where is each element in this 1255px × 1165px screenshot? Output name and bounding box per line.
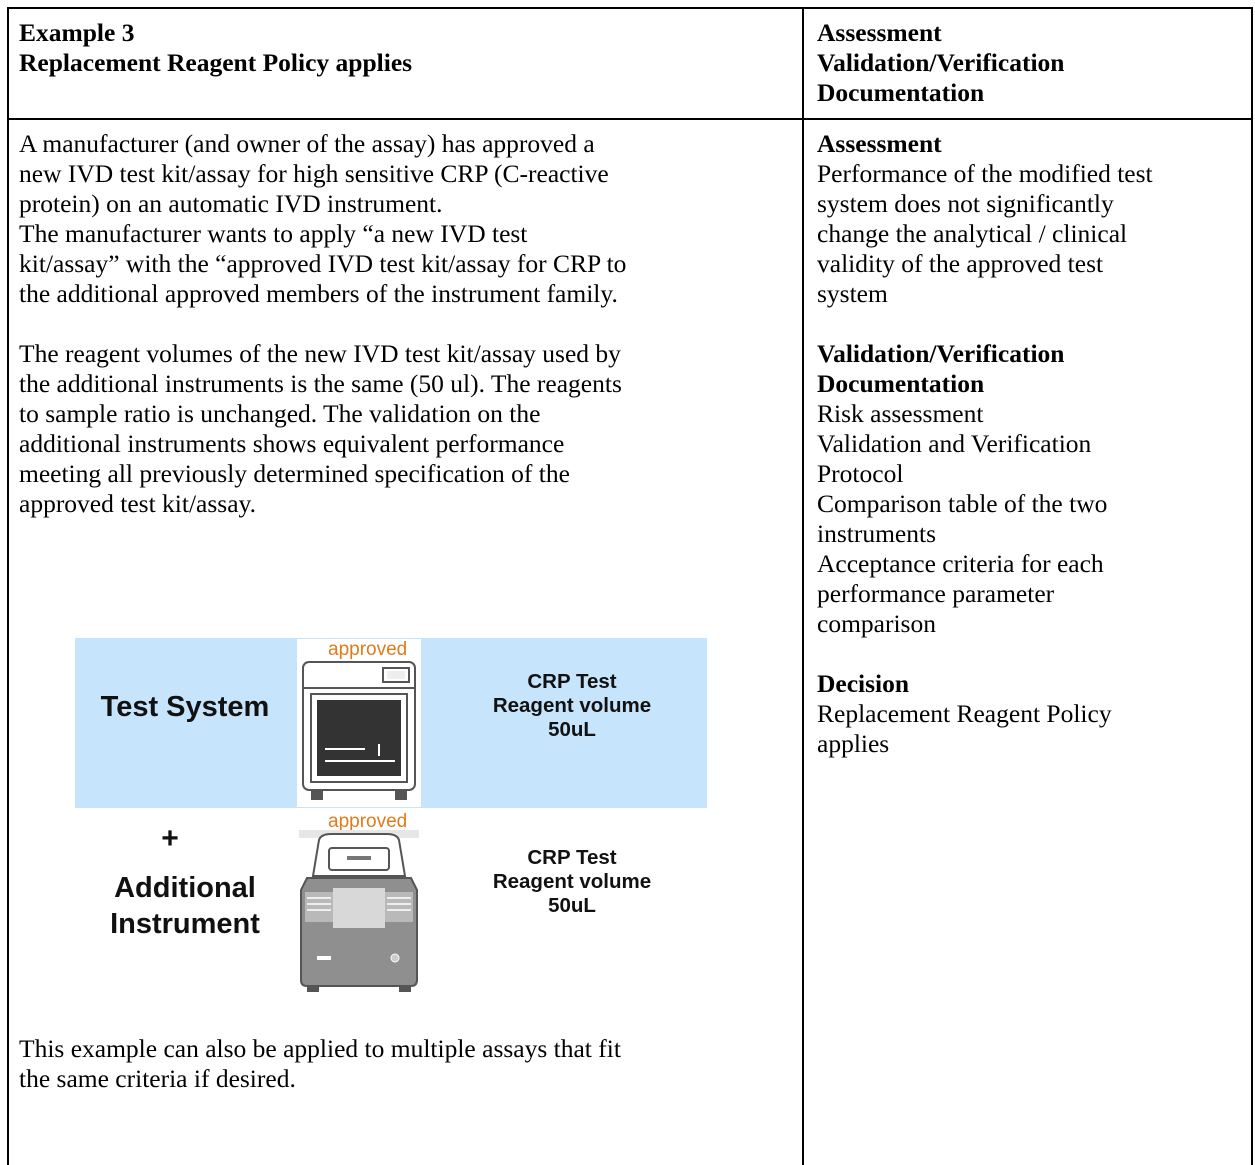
vvd-line: performance parameter: [817, 579, 1055, 608]
header-right-line-2: Validation/Verification: [817, 48, 1065, 77]
header-right-line-3: Documentation: [817, 78, 985, 107]
paragraph-line: additional instruments shows equivalent …: [19, 429, 565, 458]
vvd-heading-line-2: Documentation: [817, 369, 985, 398]
vvd-line: Risk assessment: [817, 399, 984, 428]
crp-test-2: CRP Test Reagent volume 50uL: [482, 846, 662, 918]
crp-test-2-line-1: CRP Test: [527, 846, 617, 869]
paragraph-line: the additional instruments is the same (…: [19, 369, 622, 398]
approved-label-1: approved: [328, 639, 408, 660]
table-border-right: [1251, 7, 1253, 1165]
paragraph-line: kit/assay” with the “approved IVD test k…: [19, 249, 627, 278]
crp-test-2-line-3: 50uL: [548, 894, 596, 917]
vvd-heading-line-1: Validation/Verification: [817, 339, 1065, 368]
header-row-divider: [7, 118, 1253, 120]
vvd-line: Protocol: [817, 459, 904, 488]
paragraph-line: new IVD test kit/assay for high sensitiv…: [19, 159, 609, 188]
crp-test-2-line-2: Reagent volume: [492, 870, 652, 893]
assessment-line: Performance of the modified test: [817, 159, 1153, 188]
test-system-label: Test System: [100, 691, 270, 723]
additional-instrument-line-2: Instrument: [110, 908, 260, 940]
crp-test-1-line-1: CRP Test: [527, 670, 617, 693]
paragraph-line: the same criteria if desired.: [19, 1064, 296, 1093]
vvd-line: Comparison table of the two: [817, 489, 1108, 518]
assessment-line: system does not significantly: [817, 189, 1114, 218]
vvd-line: instruments: [817, 519, 936, 548]
header-left-cell: Example 3 Replacement Reagent Policy app…: [19, 18, 412, 78]
assessment-line: validity of the approved test: [817, 249, 1104, 278]
crp-test-1: CRP Test Reagent volume 50uL: [482, 670, 662, 742]
header-right-line-1: Assessment: [817, 18, 942, 47]
decision-line: Replacement Reagent Policy: [817, 699, 1112, 728]
assessment-line: change the analytical / clinical: [817, 219, 1128, 248]
paragraph-line: meeting all previously determined specif…: [19, 459, 570, 488]
header-right-cell: Assessment Validation/Verification Docum…: [817, 18, 1064, 108]
example-subtitle: Replacement Reagent Policy applies: [19, 48, 413, 77]
paragraph-line: This example can also be applied to mult…: [19, 1034, 621, 1063]
approved-label-2: approved: [328, 811, 408, 832]
paragraph-line: The manufacturer wants to apply “a new I…: [19, 219, 528, 248]
paragraph-line: to sample ratio is unchanged. The valida…: [19, 399, 541, 428]
decision-line: applies: [817, 729, 890, 758]
paragraph-line: A manufacturer (and owner of the assay) …: [19, 129, 595, 158]
body-left-text-top: A manufacturer (and owner of the assay) …: [19, 129, 626, 519]
paragraph-line: The reagent volumes of the new IVD test …: [19, 339, 621, 368]
additional-instrument-label: Additional Instrument: [80, 870, 290, 942]
assessment-heading: Assessment: [817, 129, 942, 158]
body-left-text-bottom: This example can also be applied to mult…: [19, 1034, 621, 1094]
instrument-1-icon: [302, 661, 416, 800]
body-right-cell: Assessment Performance of the modified t…: [817, 129, 1153, 759]
vvd-line: Validation and Verification: [817, 429, 1092, 458]
example-title: Example 3: [19, 18, 135, 47]
vvd-line: Acceptance criteria for each: [817, 549, 1104, 578]
assessment-line: system: [817, 279, 888, 308]
paragraph-line: the additional approved members of the i…: [19, 279, 618, 308]
paragraph-line: protein) on an automatic IVD instrument.: [19, 189, 443, 218]
table-border-left: [7, 7, 9, 1165]
crp-test-1-line-3: 50uL: [548, 718, 596, 741]
additional-instrument-line-1: Additional: [114, 872, 256, 904]
vvd-line: comparison: [817, 609, 936, 638]
decision-heading: Decision: [817, 669, 910, 698]
crp-test-1-line-2: Reagent volume: [492, 694, 652, 717]
instrument-2-icon: [299, 830, 419, 992]
plus-sign: +: [161, 822, 179, 855]
paragraph-line: approved test kit/assay.: [19, 489, 256, 518]
table-divider-vertical: [802, 7, 804, 1165]
table-border-top: [7, 7, 1253, 9]
